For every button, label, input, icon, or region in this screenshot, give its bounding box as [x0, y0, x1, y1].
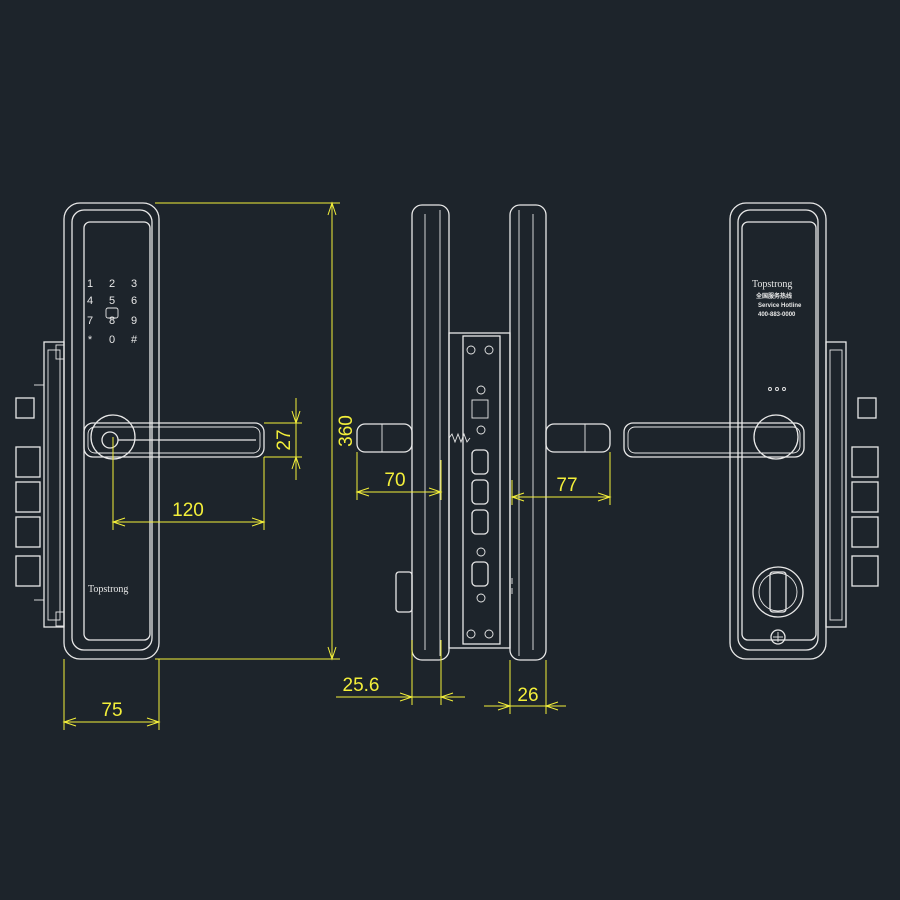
side-view [356, 204, 611, 661]
side-mortise-body [448, 332, 511, 649]
dead-bolt-4 [15, 555, 41, 587]
back-handle-rose [753, 414, 799, 460]
back-handle[interactable] [623, 422, 805, 458]
front-panel [63, 202, 160, 660]
key-5[interactable]: 5 [109, 295, 115, 307]
dimensions: 360 27 120 75 70 77 [62, 201, 612, 730]
dead-bolt-1 [15, 446, 41, 478]
back-mortise-faceplate [825, 341, 847, 628]
latch-spring [448, 432, 471, 444]
key-7[interactable]: 7 [87, 315, 93, 327]
key-hash[interactable]: # [131, 334, 138, 346]
front-view: 1 2 3 4 5 6 7 8 9 * 0 # Topstrong [15, 202, 265, 660]
dead-bolt-3 [15, 516, 41, 548]
back-panel [729, 202, 827, 660]
fingerprint-sensor[interactable] [105, 307, 119, 319]
key-1[interactable]: 1 [87, 278, 93, 290]
dim-back-panel-thickness: 26 [517, 685, 538, 706]
dim-handle-length: 120 [172, 500, 204, 521]
front-brand-logo: Topstrong [88, 584, 128, 595]
fingerprint-reader-icon [101, 431, 119, 449]
back-brand-logo: Topstrong [752, 279, 792, 290]
hotline-number: 400-883-0000 [758, 312, 796, 318]
key-2[interactable]: 2 [109, 278, 115, 290]
front-handle[interactable] [83, 422, 265, 458]
side-back-panel [509, 204, 547, 661]
key-6[interactable]: 6 [131, 295, 137, 307]
dim-front-handle-depth: 70 [384, 470, 405, 491]
back-view: Topstrong 全国服务热线 Service Hotline 400-883… [623, 202, 879, 660]
key-9[interactable]: 9 [131, 315, 137, 327]
mortise-faceplate [43, 341, 65, 628]
front-panel-glass [83, 221, 151, 641]
dim-front-panel-thickness: 25.6 [343, 675, 380, 696]
front-panel-inner [71, 209, 153, 651]
key-cylinder-screw [770, 629, 786, 645]
key-8[interactable]: 8 [109, 315, 115, 327]
side-front-panel [411, 204, 450, 661]
hotline-label: Service Hotline [758, 303, 802, 309]
dim-handle-height: 27 [274, 429, 295, 450]
latch-bolt [15, 397, 35, 419]
side-thumb-turn [395, 571, 413, 613]
dead-bolt-2 [15, 481, 41, 513]
side-front-handle [356, 423, 413, 453]
key-4[interactable]: 4 [87, 295, 93, 307]
dim-back-handle-depth: 77 [556, 475, 577, 496]
key-star[interactable]: * [88, 334, 93, 346]
hotline-title: 全国服务热线 [755, 292, 792, 300]
side-back-handle [545, 423, 611, 453]
thumb-turn-knob[interactable] [752, 566, 804, 618]
dim-height: 360 [336, 415, 357, 447]
dim-width: 75 [101, 700, 122, 721]
key-3[interactable]: 3 [131, 278, 137, 290]
key-0[interactable]: 0 [109, 334, 115, 346]
